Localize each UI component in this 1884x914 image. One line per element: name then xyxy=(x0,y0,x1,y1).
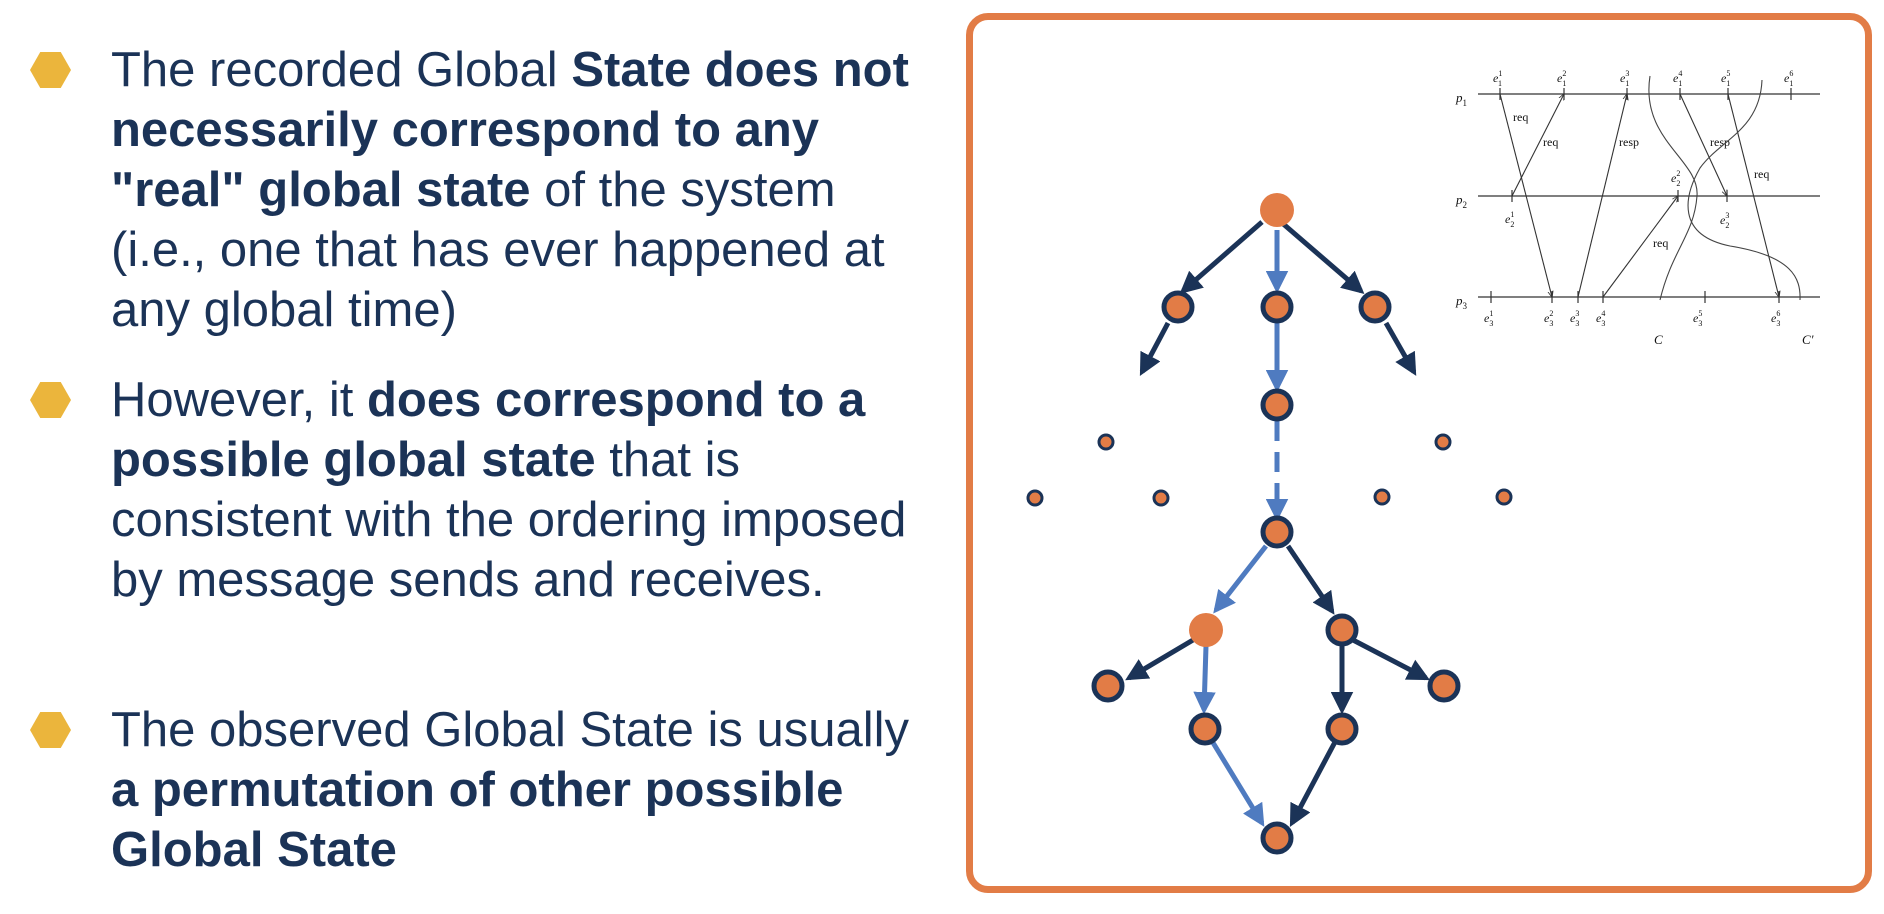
text-segment: The observed Global State is usually xyxy=(111,703,910,757)
lattice-edge xyxy=(1351,637,1430,681)
lattice-edge xyxy=(1125,637,1195,681)
bullet-text-3: The observed Global State is usually a p… xyxy=(111,700,931,880)
diagram-frame xyxy=(966,13,1872,893)
bold-text-segment: State does not necessarily correspond to… xyxy=(111,43,909,217)
lattice-node-small xyxy=(1434,433,1452,451)
text-segment: However, it xyxy=(111,373,367,427)
message-labels: req req resp resp req req xyxy=(1513,110,1769,250)
state-lattice xyxy=(1026,193,1513,855)
text-segment: of the system (i.e., one that has ever h… xyxy=(111,163,885,337)
lattice-node-selected xyxy=(1260,193,1294,227)
lattice-edge xyxy=(1289,740,1338,827)
lattice-edge xyxy=(1279,220,1365,294)
lattice-edge-path xyxy=(1193,645,1216,715)
lattice-node xyxy=(1161,290,1195,324)
lattice-node xyxy=(1260,290,1294,324)
lattice-node xyxy=(1260,388,1294,422)
cut-label-c: C xyxy=(1654,332,1663,347)
cut-line-c xyxy=(1648,75,1698,301)
lattice-edge-path xyxy=(1213,544,1268,614)
lattice-node-selected xyxy=(1189,613,1223,647)
lattice-node xyxy=(1358,290,1392,324)
bold-text-segment: a permutation of other possible Global S… xyxy=(111,763,844,877)
cut-label-c-prime: C' xyxy=(1802,332,1814,347)
bullet-text-2: However, it does correspond to a possibl… xyxy=(111,370,931,610)
message-label: resp xyxy=(1619,135,1639,149)
message-label: req xyxy=(1513,110,1528,124)
lattice-edge xyxy=(1285,544,1335,615)
lattice-edge xyxy=(1383,321,1417,376)
cut-line-c-prime xyxy=(1687,79,1801,301)
lattice-node-small xyxy=(1495,488,1513,506)
cut-lines xyxy=(1648,75,1801,301)
message-label: resp xyxy=(1710,135,1730,149)
lattice-node-small xyxy=(1373,488,1391,506)
lattice-edge-path xyxy=(1209,739,1265,827)
lattice-node xyxy=(1091,669,1125,703)
message-label: req xyxy=(1543,135,1558,149)
text-segment: that is consistent with the ordering imp… xyxy=(111,433,907,607)
process-label-p1: p1 xyxy=(1455,90,1467,108)
lattice-node xyxy=(1427,669,1461,703)
lattice-node-small xyxy=(1097,433,1115,451)
lattice-node xyxy=(1325,613,1359,647)
lattice-node xyxy=(1260,515,1294,549)
message-label: req xyxy=(1653,236,1668,250)
message-label: req xyxy=(1754,167,1769,181)
lattice-node-small xyxy=(1026,489,1044,507)
lattice-nodes xyxy=(1026,193,1513,855)
bullet-text-1: The recorded Global State does not neces… xyxy=(111,40,931,340)
text-segment: The recorded Global xyxy=(111,43,572,97)
lattice-edge xyxy=(1139,321,1171,376)
lattice-edge xyxy=(1179,220,1264,294)
lattice-node xyxy=(1260,821,1294,855)
process-label-p3: p3 xyxy=(1455,293,1468,311)
message-arrows xyxy=(1499,94,1779,297)
lattice-node xyxy=(1325,712,1359,746)
lattice-node-small xyxy=(1152,489,1170,507)
lattice-edges xyxy=(1125,220,1430,827)
bold-text-segment: does correspond to a possible global sta… xyxy=(111,373,866,487)
lattice-node xyxy=(1188,712,1222,746)
process-label-p2: p2 xyxy=(1455,192,1467,210)
